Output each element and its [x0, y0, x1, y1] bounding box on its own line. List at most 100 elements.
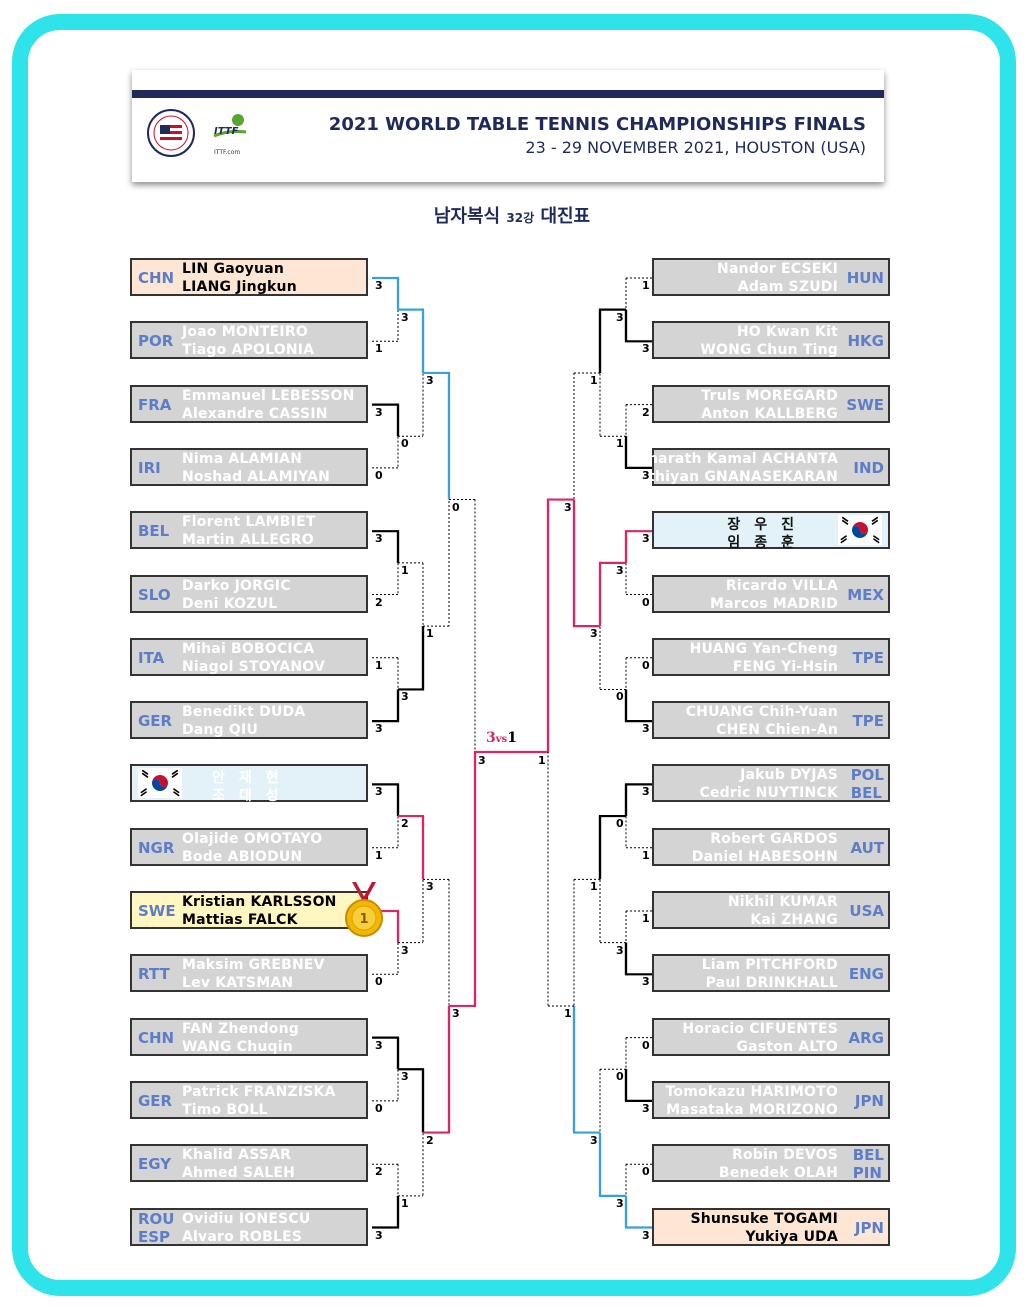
gold-medal-icon: 1 [345, 882, 383, 937]
korea-flag-icon [138, 768, 182, 799]
match-score: 0 [642, 658, 650, 672]
team-player-1: Florent LAMBIET [182, 514, 316, 531]
match-score: 2 [642, 405, 650, 419]
team-player-2: Adam SZUDI [737, 279, 838, 295]
match-score: 0 [375, 468, 383, 482]
match-score: 3 [642, 1228, 650, 1242]
korea-flag-icon [838, 515, 882, 546]
match-score: 1 [590, 373, 598, 387]
team-player-2: Cedric NUYTINCK [699, 785, 838, 802]
team-player-1: CHUANG Chih-Yuan [685, 704, 838, 721]
bracket-title-main: 남자복식 [433, 206, 501, 227]
match-score: 1 [401, 1196, 409, 1210]
ittf-url: ITTF.com [214, 149, 240, 156]
team-country-code: POR [138, 332, 174, 351]
team-player-1: Olajide OMOTAYO [182, 830, 323, 847]
bracket-title: 남자복식 32강 대진표 [0, 202, 1024, 228]
match-score: 3 [642, 468, 650, 482]
match-score: 3 [375, 1228, 383, 1242]
bracket-winner-line [598, 1132, 626, 1197]
match-score: 1 [642, 912, 650, 925]
team-player-2: 임종훈 [727, 535, 808, 552]
event-title: 2021 WORLD TABLE TENNIS CHAMPIONSHIPS FI… [328, 114, 866, 135]
match-score: 2 [426, 1133, 434, 1147]
team-player-1: LIN Gaoyuan [182, 261, 284, 277]
match-score: 0 [616, 690, 624, 704]
match-score: 0 [452, 500, 460, 514]
team-country-code: GER [138, 1091, 173, 1110]
match-score: 3 [375, 785, 383, 799]
team-country-code: CHN [138, 269, 175, 287]
team-player-1: Ricardo VILLA [725, 577, 838, 594]
team-player-1: Ovidiu IONESCU [182, 1210, 311, 1227]
match-score: 1 [642, 848, 650, 862]
team-player-2: Dang QIU [182, 722, 259, 739]
team-player-2: Noshad ALAMIYAN [182, 468, 331, 485]
match-score: 0 [616, 817, 624, 831]
bracket-title-round: 32강 [506, 211, 535, 225]
team-country-code: ITA [138, 648, 165, 667]
team-player-1: Emmanuel LEBESSON [182, 387, 355, 404]
bracket-winner-line [624, 436, 652, 469]
team-country-code: HKG [847, 332, 885, 351]
team-player-2: Gaston ALTO [736, 1038, 838, 1055]
final-score-right: 1 [507, 730, 517, 746]
match-score: 3 [375, 1038, 383, 1052]
match-score: 0 [642, 1038, 650, 1052]
team-player-1: Khalid ASSAR [182, 1147, 292, 1164]
match-score: 3 [564, 500, 572, 514]
team-country-code: BEL [138, 522, 170, 541]
team-player-2: Marcos MADRID [709, 595, 838, 612]
team-country-code: AUT [850, 838, 884, 857]
match-score: 0 [642, 1165, 650, 1179]
match-score: 2 [375, 1165, 383, 1179]
team-player-1: Benedikt DUDA [182, 704, 306, 721]
team-country-code: BEL PIN [852, 1146, 884, 1183]
bracket-winner-line [572, 499, 600, 628]
team-player-1: 안재현 [212, 770, 293, 787]
match-score: 1 [375, 342, 383, 356]
team-country-code: SWE [138, 902, 176, 920]
team-player-2: Alvaro ROBLES [182, 1228, 303, 1245]
team-player-2: Alexandre CASSIN [182, 405, 328, 422]
final-score-vs: vs [495, 734, 508, 745]
event-dates: 23 - 29 NOVEMBER 2021, HOUSTON (USA) [525, 138, 866, 157]
usatt-logo-icon [147, 109, 195, 157]
team-country-code: SLO [138, 585, 171, 604]
team-country-code: IRI [138, 458, 161, 477]
team-country-code: JPN [854, 1091, 884, 1110]
team-player-1: Sharath Kamal ACHANTA [637, 450, 838, 467]
match-score: 3 [401, 310, 409, 324]
team-player-1: HUANG Yan-Cheng [689, 640, 838, 657]
match-score: 1 [564, 1006, 572, 1020]
event-header: ITTF ITTF.com 2021 WORLD TABLE TENNIS CH… [132, 70, 884, 182]
match-score: 3 [616, 310, 624, 324]
team-country-code: POL BEL [850, 766, 884, 803]
team-player-2: Bode ABIODUN [182, 848, 303, 865]
team-player-1: Shunsuke TOGAMI [690, 1210, 838, 1227]
match-score: 3 [375, 532, 383, 546]
team-player-1: Nikhil KUMAR [727, 894, 838, 910]
team-player-2: Niagol STOYANOV [182, 658, 326, 675]
bracket-title-end: 대진표 [540, 206, 591, 227]
team-country-code: CHN [138, 1028, 175, 1047]
team-player-2: LIANG Jingkun [182, 279, 297, 295]
team-player-2: Martin ALLEGRO [182, 532, 314, 549]
bracket-winner-line [624, 942, 652, 976]
match-score: 1 [642, 279, 650, 292]
match-score: 3 [375, 279, 383, 292]
match-score: 1 [375, 658, 383, 672]
team-player-1: FAN Zhendong [182, 1020, 299, 1037]
